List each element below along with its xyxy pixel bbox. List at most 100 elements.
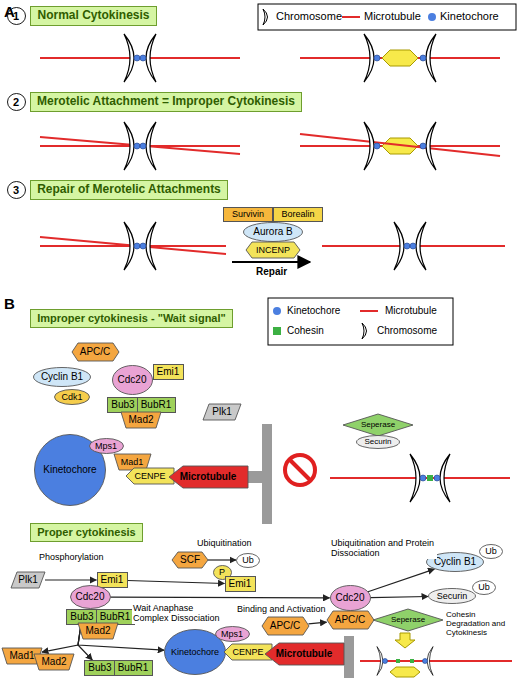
protein-box: Bub3: [84, 660, 116, 676]
legend-text: Chromosome: [377, 325, 437, 337]
hexagon-node: APC/C: [327, 611, 374, 629]
hexagon-node: APC/C: [72, 343, 119, 361]
node-text: Aurora B: [253, 226, 292, 238]
node-text: Emi1: [101, 574, 124, 586]
node-text: Cdc20: [336, 592, 365, 604]
trapezoid-node: Mad2: [34, 654, 74, 670]
node-text: BubR1: [141, 399, 172, 411]
panel-letter: B: [4, 295, 15, 312]
oval-node: 2: [7, 93, 26, 111]
connector: [309, 622, 327, 624]
node-text: Ub: [478, 582, 490, 592]
node-text: Cdc20: [118, 374, 147, 386]
merotelic-figure: [40, 122, 500, 170]
oval-node: Ub: [479, 544, 503, 559]
legend-text: Microtubule: [364, 10, 421, 23]
node-text: Cdc20: [76, 591, 105, 603]
hexagon-node: INCENP: [246, 242, 300, 258]
oval-node: Securin: [428, 588, 476, 604]
connector: [45, 579, 97, 580]
legend-text: Kinetochore: [287, 305, 340, 317]
section-header: Improper cytokinesis - "Wait signal": [30, 309, 233, 328]
oval-node: Aurora B: [243, 222, 303, 242]
legend-icon: [342, 14, 362, 20]
section-header: Normal Cytokinesis: [30, 6, 157, 26]
protein-box: BubR1: [114, 660, 153, 676]
legend-icon: [360, 308, 380, 314]
node-text: Seperase: [361, 420, 395, 429]
connector: [368, 569, 434, 592]
node-text: APC/C: [270, 620, 301, 632]
node-text: Kinetochore: [171, 647, 219, 657]
pentagon-node: CENPE: [126, 468, 174, 484]
protein-box: BubR1: [137, 397, 176, 413]
legend-box: [258, 4, 516, 30]
oval-node: Cyclin B1: [33, 367, 91, 387]
annotation: Repair: [256, 266, 287, 278]
node-text: Normal Cytokinesis: [37, 9, 149, 23]
legend-text: Kinetochore: [440, 10, 499, 23]
oval-node: Cdc20: [112, 365, 153, 395]
legend-icon: [360, 322, 370, 340]
repair-figure: [40, 222, 505, 270]
protein-box: Borealin: [273, 207, 323, 222]
arrow-node: Microtubule: [265, 643, 344, 665]
legend-swatch: [273, 307, 281, 315]
node-text: 3: [13, 184, 19, 197]
node-text: Mps1: [95, 441, 117, 451]
node-text: Mad1: [121, 457, 144, 467]
anaphase-figure: [340, 633, 512, 678]
legend-text: Chromosome: [276, 10, 342, 23]
node-text: Bub3: [111, 399, 134, 411]
diamond-node: Seperase: [373, 609, 443, 631]
parallelogram-node: Plk1: [203, 404, 241, 420]
node-text: 2: [13, 96, 19, 109]
legend-box: [268, 298, 453, 345]
node-text: Emi1: [157, 366, 180, 378]
legend-icon: [261, 8, 271, 26]
protein-box: Bub3: [107, 397, 139, 413]
node-text: Plk1: [212, 406, 231, 418]
wait-block: [246, 424, 510, 524]
section-header: Merotelic Attachment = Improper Cytokine…: [30, 92, 302, 112]
edge-label: Wait Anaphase Complex Dissociation: [132, 603, 222, 624]
node-text: Merotelic Attachment = Improper Cytokine…: [37, 95, 295, 109]
hexagon-node: SCF: [172, 552, 208, 568]
edge-label: Phosphorylation: [38, 552, 105, 562]
oval-node: Ub: [472, 580, 496, 595]
node-text: Borealin: [281, 209, 314, 219]
node-text: SCF: [180, 554, 200, 566]
protein-box: Survivin: [223, 207, 273, 222]
node-text: Cdk1: [61, 392, 82, 402]
oval-node: Cdk1: [54, 389, 90, 405]
node-text: Survivin: [232, 209, 264, 219]
connector: [208, 559, 236, 560]
node-text: Cyclin B1: [434, 556, 476, 568]
node-text: Bub3: [70, 611, 93, 623]
node-text: Repair of Merotelic Attachments: [37, 183, 221, 197]
node-text: Mps1: [221, 629, 243, 639]
edge-label: Ubiquitination: [196, 538, 253, 548]
oval-node: Cdc20: [70, 585, 111, 609]
node-text: Mad1: [9, 650, 34, 662]
node-text: Microtubule: [180, 471, 237, 483]
node-text: Mad2: [41, 656, 66, 668]
node-text: APC/C: [80, 346, 111, 358]
annotation: Cohesin Degradation and Cytokinesis: [446, 610, 516, 638]
section-header: Proper cytokinesis: [30, 523, 143, 542]
node-text: APC/C: [335, 614, 366, 626]
oval-node: 3: [7, 181, 26, 199]
oval-node: Cdc20: [330, 585, 371, 611]
node-text: Securin: [437, 591, 468, 601]
connector: [111, 596, 330, 598]
legend-text: Microtubule: [385, 305, 437, 317]
normal-figure: [40, 34, 500, 82]
protein-box: Emi1: [153, 364, 184, 380]
edge-label: Ubiquitination and Protein Dissociation: [330, 538, 437, 559]
node-text: Proper cytokinesis: [37, 526, 135, 539]
connector: [371, 597, 429, 598]
node-text: CENPE: [134, 471, 165, 481]
node-text: Mad2: [128, 414, 153, 426]
node-text: Kinetochore: [43, 464, 96, 476]
protein-box: Emi1: [225, 576, 256, 592]
